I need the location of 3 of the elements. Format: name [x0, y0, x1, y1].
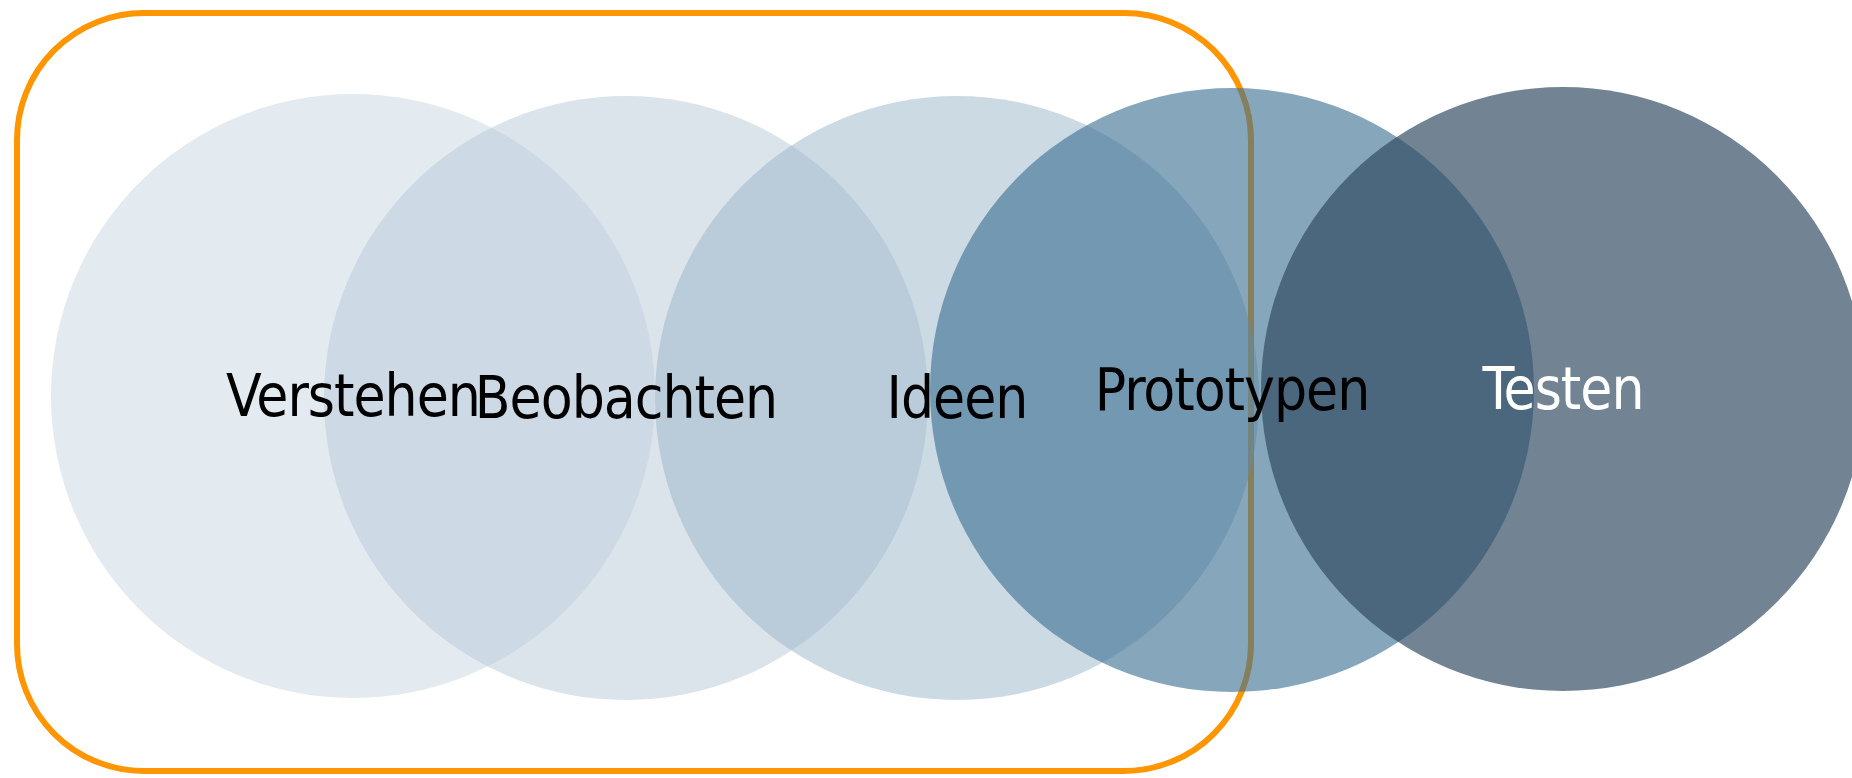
circle-label: Prototypen: [1094, 356, 1370, 424]
circle-label: Testen: [1482, 355, 1644, 423]
circle-label: Ideen: [886, 364, 1028, 432]
